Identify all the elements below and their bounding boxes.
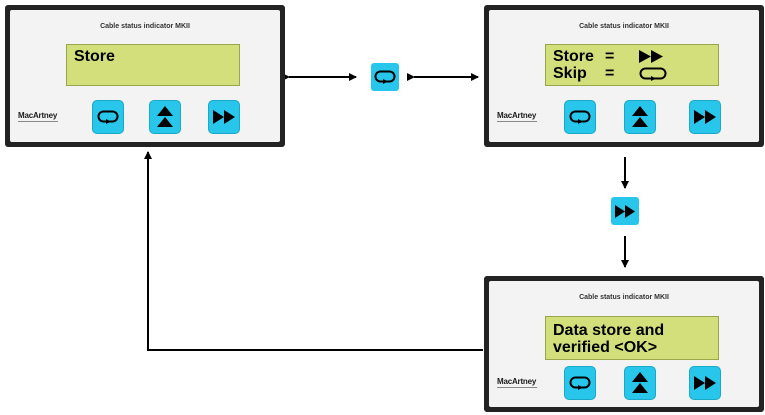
double-up-arrow-icon xyxy=(632,372,648,393)
lcd-screen: Store xyxy=(66,44,240,86)
brand-logo: MacArtney xyxy=(497,377,537,386)
return-arrow xyxy=(144,151,483,351)
lcd-row-skip: Skip = xyxy=(553,65,718,82)
loop-button[interactable] xyxy=(92,100,124,134)
device-store: Cable status indicator MKII Store MacArt… xyxy=(5,5,285,147)
lcd-screen: Data store and verified <OK> xyxy=(545,316,719,360)
forward-key-chip xyxy=(611,197,639,225)
double-up-arrow-icon xyxy=(157,106,173,127)
lcd-skip-label: Skip xyxy=(553,64,587,82)
forward-button[interactable] xyxy=(208,100,240,134)
loop-arrow-icon xyxy=(639,67,667,81)
double-up-arrow-icon xyxy=(632,106,648,127)
up-button[interactable] xyxy=(624,366,656,400)
forward-button[interactable] xyxy=(689,100,721,134)
fast-forward-icon xyxy=(615,204,635,218)
lcd-screen: Store = Skip = xyxy=(545,44,719,86)
loop-button[interactable] xyxy=(564,100,596,134)
device-panel: Cable status indicator MKII Data store a… xyxy=(489,281,759,407)
fast-forward-icon xyxy=(639,50,663,63)
lcd-equals: = xyxy=(605,64,615,82)
lcd-line-2: verified <OK> xyxy=(553,339,658,356)
loop-key-chip xyxy=(371,63,399,91)
device-panel: Cable status indicator MKII Store = Skip… xyxy=(489,10,759,142)
fast-forward-icon xyxy=(694,376,716,390)
loop-arrow-icon xyxy=(569,376,591,390)
device-store-skip: Cable status indicator MKII Store = Skip… xyxy=(484,5,764,147)
lcd-row-store: Store = xyxy=(553,48,718,65)
brand-underline xyxy=(497,387,537,388)
brand-logo: MacArtney xyxy=(497,111,537,120)
brand-underline xyxy=(497,121,537,122)
device-title: Cable status indicator MKII xyxy=(100,23,190,30)
lcd-line-1: Data store and xyxy=(553,322,665,339)
up-button[interactable] xyxy=(624,100,656,134)
brand-underline xyxy=(18,121,58,122)
loop-arrow-icon xyxy=(374,70,396,84)
up-button[interactable] xyxy=(149,100,181,134)
device-panel: Cable status indicator MKII Store MacArt… xyxy=(10,10,280,142)
lcd-equals: = xyxy=(605,47,615,65)
device-title: Cable status indicator MKII xyxy=(579,23,669,30)
forward-button[interactable] xyxy=(689,366,721,400)
loop-arrow-icon xyxy=(97,110,119,124)
loop-arrow-icon xyxy=(569,110,591,124)
device-data-stored: Cable status indicator MKII Data store a… xyxy=(484,276,764,412)
lcd-line-1: Store xyxy=(74,48,115,65)
fast-forward-icon xyxy=(694,110,716,124)
brand-logo: MacArtney xyxy=(18,111,58,120)
lcd-store-label: Store xyxy=(553,47,594,65)
loop-button[interactable] xyxy=(564,366,596,400)
device-title: Cable status indicator MKII xyxy=(579,294,669,301)
fast-forward-icon xyxy=(213,110,235,124)
